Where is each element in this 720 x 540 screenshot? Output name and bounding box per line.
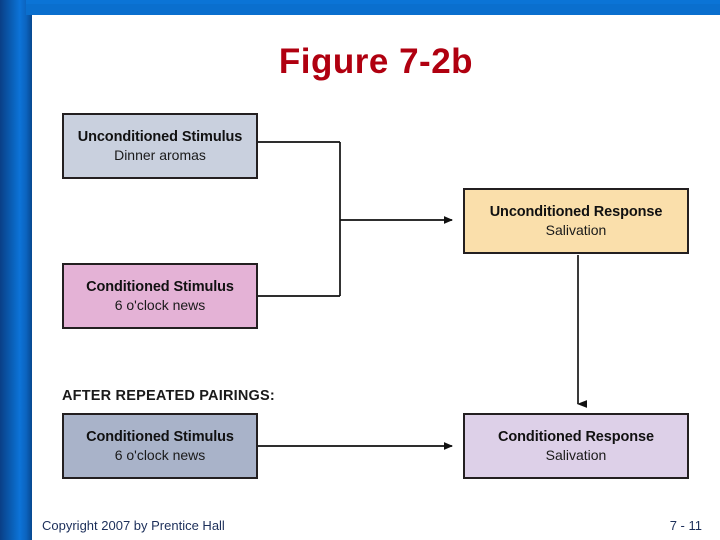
top-accent-bar-highlight	[26, 0, 720, 4]
section-caption-after-repeated-pairings: AFTER REPEATED PAIRINGS:	[62, 388, 275, 404]
node-conditioned-stimulus-bottom[interactable]: Conditioned Stimulus 6 o'clock news	[62, 413, 258, 479]
node-unconditioned-response[interactable]: Unconditioned Response Salivation	[463, 188, 689, 254]
node-subtitle: Dinner aromas	[114, 146, 206, 163]
node-title: Unconditioned Response	[489, 203, 663, 220]
connector-pairing-bracket	[258, 141, 341, 297]
node-subtitle: Salivation	[545, 221, 607, 238]
node-subtitle: 6 o'clock news	[114, 296, 206, 313]
node-unconditioned-stimulus[interactable]: Unconditioned Stimulus Dinner aromas	[62, 113, 258, 179]
node-title: Conditioned Stimulus	[86, 278, 234, 295]
footer-page-number: 7 - 11	[669, 518, 702, 533]
page-title: Figure 7-2b	[278, 42, 474, 81]
node-title: Conditioned Response	[498, 428, 654, 445]
node-conditioned-stimulus-top[interactable]: Conditioned Stimulus 6 o'clock news	[62, 263, 258, 329]
node-conditioned-response[interactable]: Conditioned Response Salivation	[463, 413, 689, 479]
left-accent-bar	[0, 0, 32, 540]
node-title: Unconditioned Stimulus	[77, 128, 243, 145]
node-subtitle: 6 o'clock news	[114, 446, 206, 463]
node-title: Conditioned Stimulus	[86, 428, 234, 445]
footer-copyright: Copyright 2007 by Prentice Hall	[42, 518, 225, 533]
node-subtitle: Salivation	[545, 446, 607, 463]
